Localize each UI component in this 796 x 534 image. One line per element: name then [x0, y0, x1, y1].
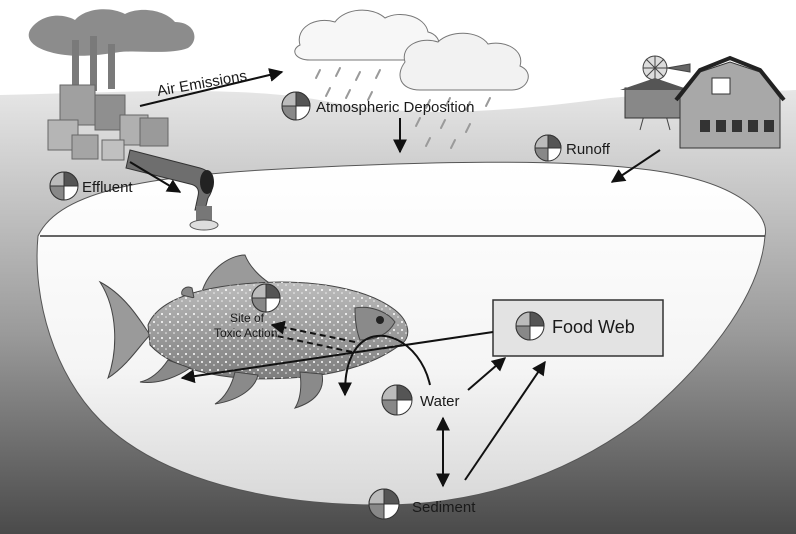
sediment-label: Sediment [412, 499, 476, 516]
site-of-toxic-action-label-line1: Site of [230, 311, 265, 325]
runoff-label: Runoff [566, 141, 611, 158]
atmospheric-deposition-label: Atmospheric Deposition [316, 99, 474, 116]
effluent-label: Effluent [82, 179, 133, 196]
water-label: Water [420, 393, 459, 410]
site-of-toxic-action-label-line2: Toxic Action [214, 326, 277, 340]
cloud-icon [295, 10, 528, 90]
food-web-label: Food Web [552, 317, 635, 337]
